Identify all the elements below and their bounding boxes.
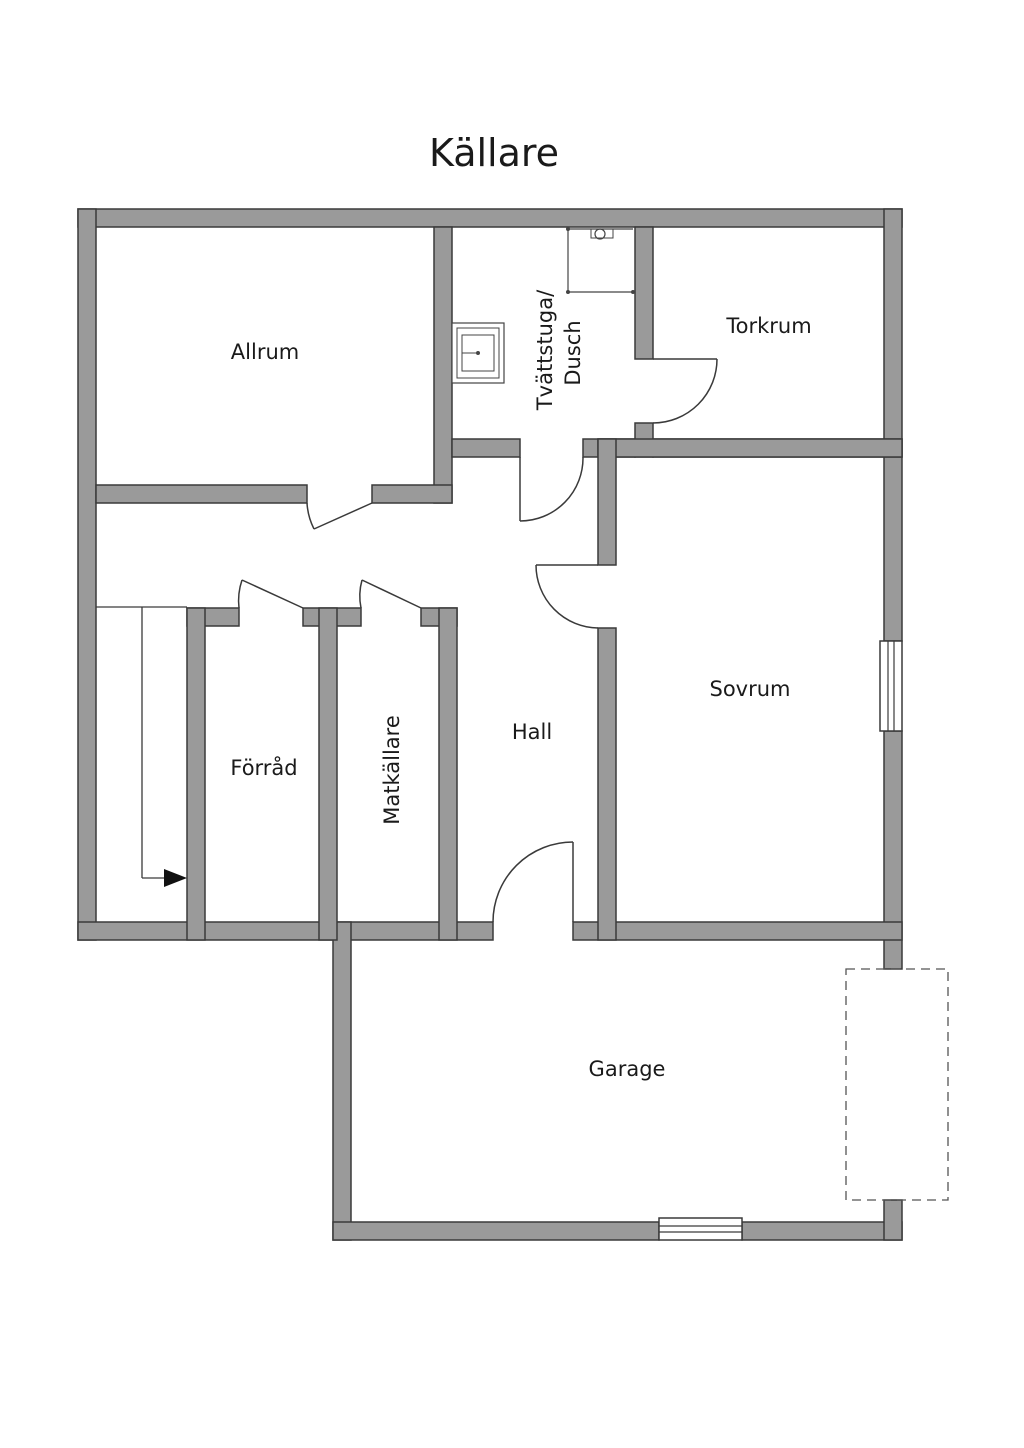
windows (658, 640, 903, 1241)
tvattstuga-door (519, 456, 584, 522)
outer-wall-top (77, 208, 903, 228)
room-label-hall: Hall (512, 720, 552, 744)
sovrum-window (879, 640, 903, 732)
room-label-forrad: Förråd (230, 755, 297, 780)
garage-wall-bottom-left (332, 1221, 660, 1241)
plan-title: Källare (429, 131, 559, 175)
forrad-matkallare-wall (318, 607, 338, 941)
room-label-tvattstuga-line1: Tvättstuga/ (533, 289, 557, 411)
tvatt-wall-right-upper (634, 226, 654, 360)
sovrum-door (535, 564, 599, 629)
staircase (96, 606, 187, 887)
stairs-arrow-icon (164, 869, 187, 887)
outer-wall-bottom-left (77, 921, 494, 941)
garage-window (658, 1217, 743, 1241)
sovrum-wall-left-lower (597, 627, 617, 941)
room-label-allrum: Allrum (231, 340, 299, 364)
garage-wall-bottom-right (741, 1221, 903, 1241)
sink-icon (451, 322, 505, 384)
matkallare-door (359, 579, 422, 609)
torkrum-door (652, 358, 718, 424)
tvatt-wall-bottom-left (451, 438, 521, 458)
garage-entry-door (492, 841, 574, 923)
matkallare-hall-wall (438, 607, 458, 941)
allrum-wall-right (433, 226, 453, 504)
garage-door-outline (845, 968, 949, 1201)
allrum-door (306, 502, 373, 530)
forrad-door (237, 579, 304, 609)
outer-wall-left (77, 208, 97, 941)
stairs-forrad-wall (186, 607, 206, 941)
outer-wall-right-upper (883, 208, 903, 642)
room-label-matkallare: Matkällare (380, 715, 404, 825)
doors (237, 358, 718, 923)
allrum-wall-bottom-right (371, 484, 453, 504)
sovrum-wall-left-upper (597, 438, 617, 566)
shower-icon (566, 227, 635, 294)
room-label-sovrum: Sovrum (709, 677, 790, 701)
room-label-torkrum: Torkrum (725, 314, 811, 338)
garage-wall-left (332, 921, 352, 1241)
garage-wall-top (572, 921, 903, 941)
sovrum-wall-top (597, 438, 903, 458)
room-label-tvattstuga-line2: Dusch (561, 320, 585, 385)
room-label-garage: Garage (589, 1057, 666, 1081)
allrum-wall-bottom-left (95, 484, 308, 504)
garage-wall-right (883, 1199, 903, 1241)
